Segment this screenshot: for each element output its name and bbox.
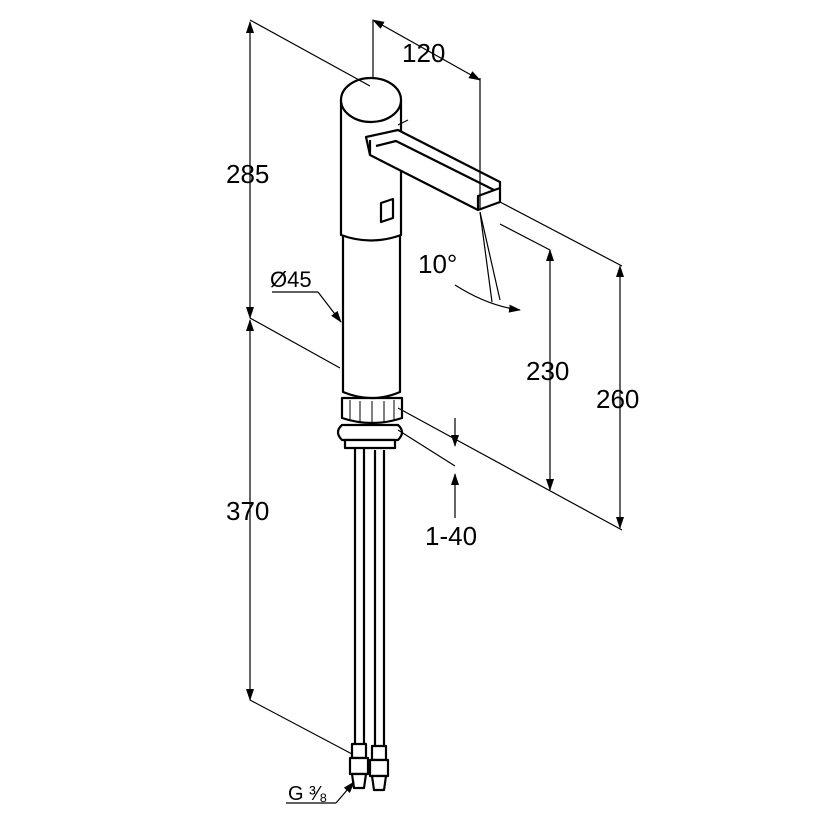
label-370: 370 xyxy=(226,496,269,526)
dimension-230: 230 xyxy=(526,249,569,491)
label-deck-thickness: 1-40 xyxy=(425,521,477,551)
dimension-thread: G ³⁄₈ xyxy=(286,781,355,805)
deck-reference-line xyxy=(249,317,341,369)
dimension-120: 120 xyxy=(372,19,481,210)
column-lower xyxy=(341,226,402,400)
dimension-diameter: Ø45 xyxy=(270,267,342,323)
dimension-260: 260 xyxy=(596,265,639,529)
label-285: 285 xyxy=(226,159,269,189)
label-spray-angle: 10° xyxy=(418,249,457,279)
label-thread: G ³⁄₈ xyxy=(288,783,327,805)
label-120: 120 xyxy=(402,38,445,68)
dimension-285: 285 xyxy=(226,19,371,319)
faucet-body xyxy=(336,76,502,792)
hose-fittings xyxy=(348,742,390,792)
mounting-washer xyxy=(336,423,404,450)
sensor-window xyxy=(379,197,395,224)
label-260: 260 xyxy=(596,384,639,414)
base-ring xyxy=(340,396,404,425)
label-230: 230 xyxy=(526,356,569,386)
label-diameter: Ø45 xyxy=(270,267,312,292)
supply-hoses xyxy=(353,445,386,748)
dimension-deck-thickness: 1-40 xyxy=(425,418,477,551)
column-top-cap xyxy=(339,76,403,124)
dimension-370: 370 xyxy=(226,319,353,755)
dimension-spray-angle: 10° xyxy=(418,211,521,313)
